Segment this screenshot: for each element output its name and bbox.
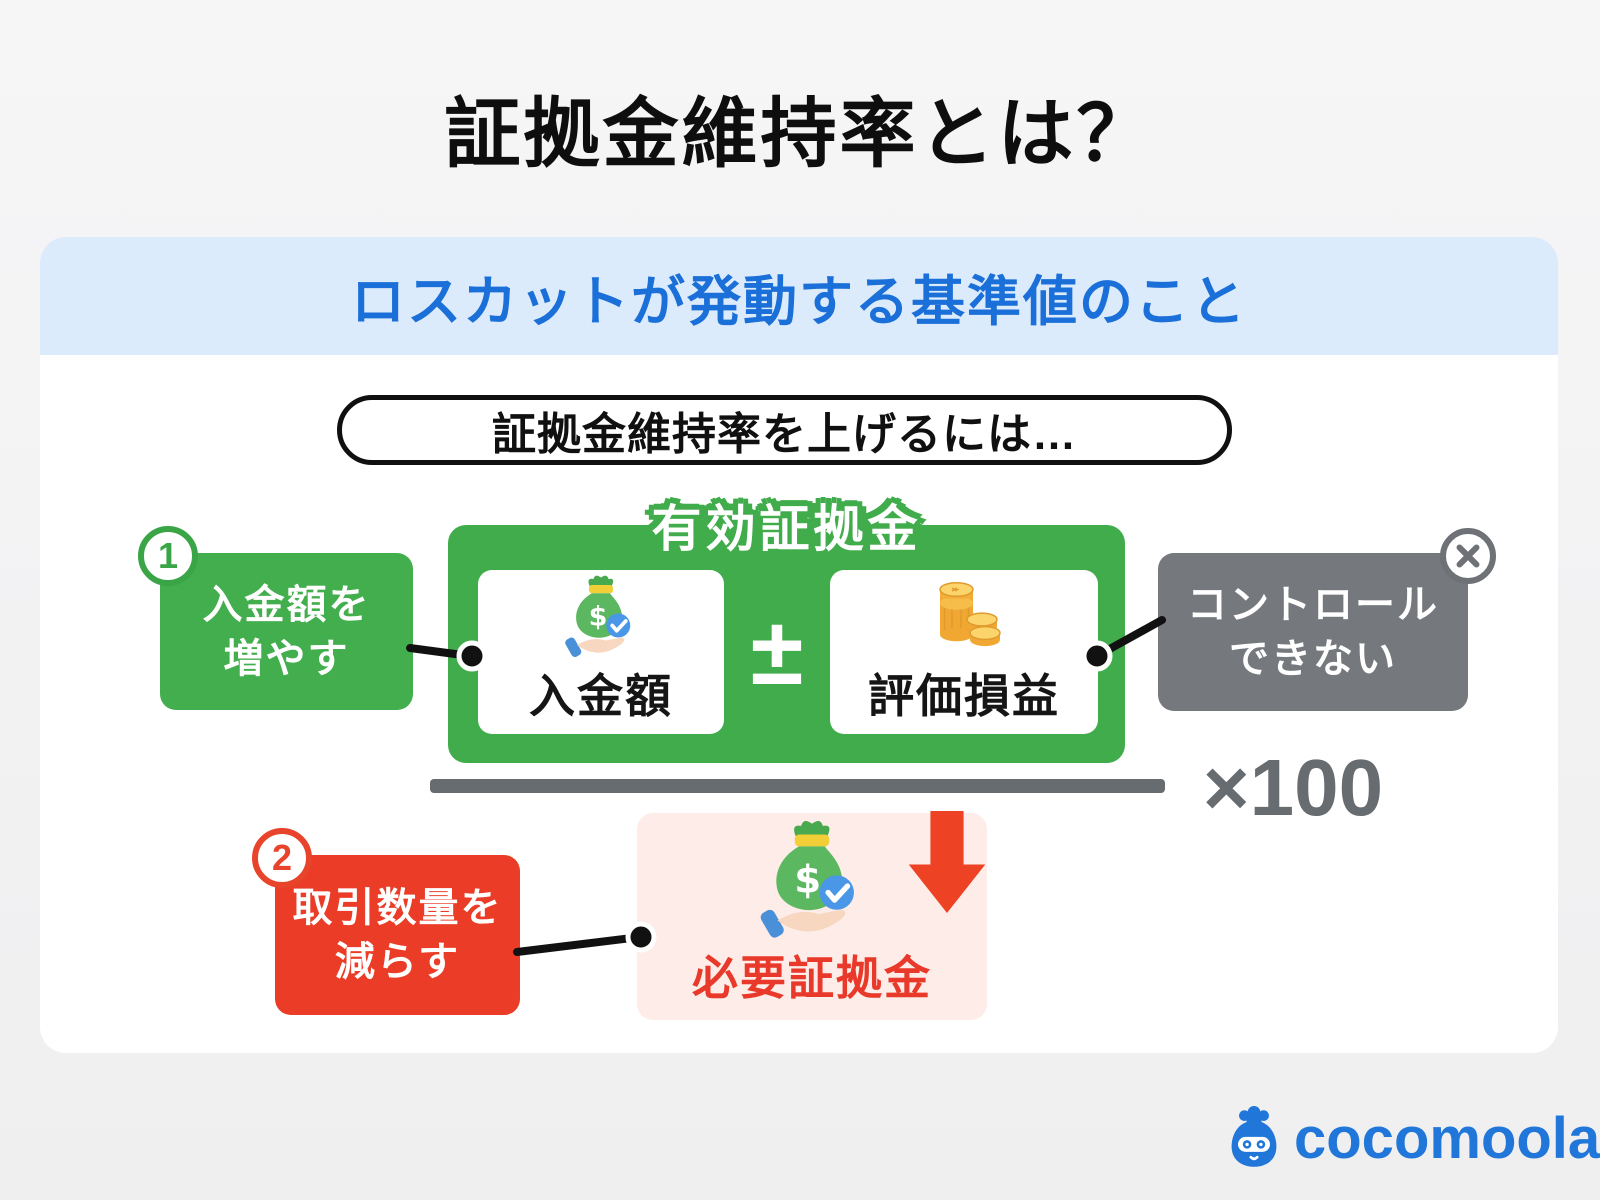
pnl-label: 評価損益 [868, 670, 1060, 722]
content-card: ロスカットが発動する基準値のこと 証拠金維持率を上げるには… 有効証拠金 $ 入… [40, 237, 1558, 1053]
logo-text: cocomoola [1294, 1105, 1600, 1171]
plus-minus-operator: ± [750, 598, 804, 705]
cannot-control-line2: できない [1229, 637, 1397, 681]
effective-margin-label: 有効証拠金 [651, 501, 922, 557]
svg-text:$: $ [794, 858, 821, 903]
money-bag-hand-icon: $ [565, 575, 631, 657]
svg-text:$: $ [589, 602, 608, 633]
deposit-box: $ 入金額 [478, 570, 724, 734]
definition-banner: ロスカットが発動する基準値のこと [40, 237, 1558, 355]
tip-1-line1: 入金額を [202, 582, 371, 627]
pnl-box: 評価損益 [830, 570, 1098, 734]
page-title: 証拠金維持率とは？ [444, 92, 1156, 177]
required-margin-box: $ 必要証拠金 [637, 813, 987, 1020]
circle-cross-icon [1440, 528, 1496, 584]
cocomoola-logo: cocomoola [1222, 1098, 1600, 1178]
tip-2-line2: 減らす [334, 940, 461, 984]
money-bag-hand-icon: $ [760, 820, 854, 938]
down-arrow-icon [908, 811, 986, 913]
required-margin-label: 必要証拠金 [692, 952, 932, 1004]
effective-margin-box: $ 入金額 ± [448, 525, 1125, 763]
how-to-raise-pill: 証拠金維持率を上げるには… [337, 395, 1232, 465]
tip-1-line2: 増やす [223, 636, 350, 681]
step-1-badge: 1 [138, 526, 198, 586]
tip-2-line1: 取引数量を [292, 886, 503, 930]
coins-icon [939, 582, 1001, 647]
step-2-badge: 2 [252, 828, 312, 888]
deposit-label: 入金額 [529, 670, 673, 722]
multiplier-x100: ×100 [1202, 743, 1384, 832]
cannot-control-line1: コントロール [1187, 583, 1439, 627]
fraction-divider-line [430, 779, 1165, 793]
cocomoola-mascot-icon [1231, 1106, 1277, 1167]
tip-1-increase-deposit: 入金額を 増やす [160, 553, 413, 710]
cannot-control-tag: コントロール できない [1158, 553, 1468, 711]
tip-2-reduce-quantity: 取引数量を 減らす [275, 855, 520, 1015]
